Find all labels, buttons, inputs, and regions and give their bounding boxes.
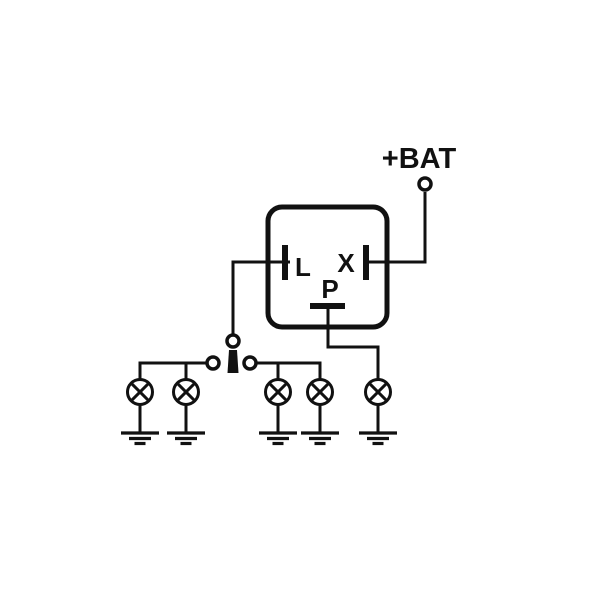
lamp-left-1-icon (126, 378, 154, 406)
wire-x-to-bat (366, 192, 427, 264)
lamp-pilot-icon (364, 378, 392, 406)
wire-l-to-switch (231, 260, 290, 334)
switch-contact-right-circle (242, 355, 258, 371)
lamp-right-1-icon (264, 378, 292, 406)
terminal-p-label: P (321, 274, 338, 304)
wire-right-branch (257, 361, 322, 379)
ground-icon-left-2 (165, 431, 207, 446)
bat-terminal-circle (417, 176, 433, 192)
ground-icon-pilot (357, 431, 399, 446)
wire-left-branch (138, 361, 206, 379)
wire-p-to-pilot-lamp (326, 306, 380, 379)
ground-icon-left-1 (119, 431, 161, 446)
terminal-x-label: X (337, 248, 355, 278)
bat-label: +BAT (382, 143, 457, 175)
lamp-right-2-icon (306, 378, 334, 406)
ground-icon-right-2 (299, 431, 341, 446)
switch-lever (227, 350, 239, 373)
switch-pivot-circle (225, 333, 241, 349)
terminal-l-label: L (295, 252, 311, 282)
lamp-left-2-icon (172, 378, 200, 406)
ground-icon-right-1 (257, 431, 299, 446)
switch-contact-left-circle (205, 355, 221, 371)
